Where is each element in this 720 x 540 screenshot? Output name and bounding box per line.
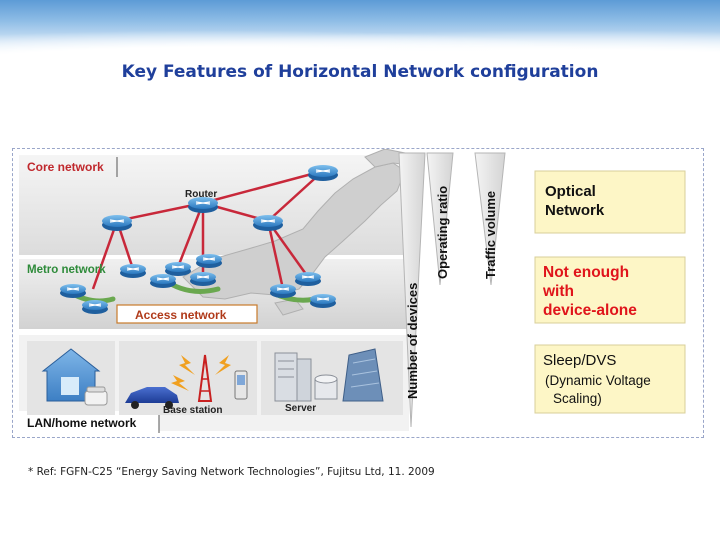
network-diagram: Core network Metro network Access networ… xyxy=(12,148,704,438)
link xyxy=(202,169,324,205)
car-icon xyxy=(125,387,179,409)
router-icon xyxy=(270,284,296,298)
router-nodes xyxy=(60,165,338,314)
router-icon xyxy=(60,284,86,298)
router-icon xyxy=(102,215,132,231)
router-icon xyxy=(190,272,216,286)
mobile-phone-icon xyxy=(234,370,248,400)
wireless-signal-icon xyxy=(171,355,231,391)
access-network-box xyxy=(116,304,258,324)
router-icon xyxy=(253,215,283,231)
operating-ratio-label: Operating ratio xyxy=(435,186,450,279)
header-cloud-decoration xyxy=(0,30,720,70)
storage-icon xyxy=(314,374,338,400)
router-icon xyxy=(196,254,222,268)
lan-label-bg xyxy=(19,411,159,433)
access-network-label: Access network xyxy=(135,308,227,322)
sleep-line-3: Scaling) xyxy=(553,391,602,406)
link xyxy=(266,220,285,290)
router-icon xyxy=(295,272,321,286)
core-network-label: Core network xyxy=(27,160,104,174)
traffic-volume-label: Traffic volume xyxy=(483,191,498,279)
router-icon xyxy=(308,165,338,181)
router-icon xyxy=(150,274,176,288)
not-enough-line-1: Not enough xyxy=(543,264,629,281)
base-station-icon xyxy=(197,354,213,402)
japan-map-silhouette xyxy=(182,162,406,300)
operating-ratio-wedge xyxy=(426,152,454,286)
devices-metric-label: Number of devices xyxy=(405,283,420,399)
devices-wedge xyxy=(398,152,426,428)
router-icon xyxy=(82,300,108,314)
router-icon xyxy=(165,262,191,276)
router-icon xyxy=(120,264,146,278)
not-enough-line-3: device-alone xyxy=(543,302,637,319)
not-enough-line-2: with xyxy=(542,283,574,300)
optical-line-2: Network xyxy=(545,202,605,219)
network-diagram-canvas: Core network Metro network Access networ… xyxy=(19,149,686,433)
link xyxy=(91,220,119,290)
sleep-line-1: Sleep/DVS xyxy=(543,352,616,369)
slide-title: Key Features of Horizontal Network confi… xyxy=(121,62,599,82)
metro-network-label: Metro network xyxy=(27,264,106,276)
house-icon xyxy=(41,348,101,402)
sleep-dvs-card xyxy=(534,344,686,414)
optical-network-card xyxy=(534,170,686,234)
optical-line-1: Optical xyxy=(545,183,596,200)
base-station-label: Base station xyxy=(163,405,222,416)
traffic-volume-wedge xyxy=(474,152,506,286)
router-label: Router xyxy=(185,189,217,200)
server-label: Server xyxy=(285,403,316,414)
not-enough-card xyxy=(534,256,686,324)
router-icon xyxy=(310,294,336,308)
link xyxy=(176,202,205,268)
building-icon xyxy=(342,348,384,402)
lan-network-label: LAN/home network xyxy=(27,416,137,430)
sleep-line-2: (Dynamic Voltage xyxy=(545,373,651,388)
server-rack-icon xyxy=(274,352,312,402)
reference-citation: * Ref: FGFN-C25 “Energy Saving Network T… xyxy=(28,466,435,478)
telephone-icon xyxy=(84,386,108,406)
router-icon xyxy=(188,197,218,213)
